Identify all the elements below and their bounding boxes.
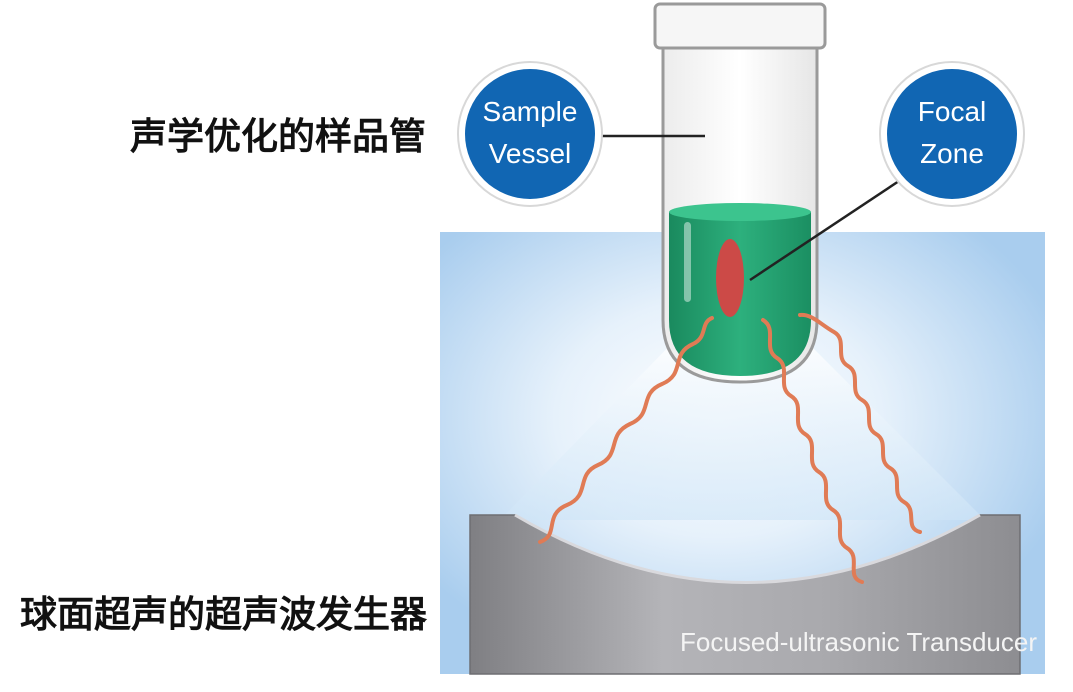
focal-zone-text-line1: Focal bbox=[918, 96, 986, 127]
dish-rim-highlight bbox=[514, 513, 981, 584]
sample-vessel-text-line1: Sample bbox=[483, 96, 578, 127]
sample-vessel-tube-icon bbox=[653, 2, 827, 384]
sound-wave-line-icon bbox=[761, 318, 864, 584]
focal-zone-bubble: Focal Zone bbox=[879, 61, 1025, 207]
transducer-chinese-label: 球面超声的超声波发生器 bbox=[20, 592, 427, 636]
tube-cap bbox=[653, 2, 827, 50]
sound-wave-line-icon bbox=[798, 312, 922, 534]
ultrasound-cone bbox=[500, 335, 985, 520]
tube-highlight bbox=[684, 222, 691, 302]
focal-zone-text-line2: Zone bbox=[920, 138, 984, 169]
sample-vessel-bubble: Sample Vessel bbox=[457, 61, 603, 207]
sample-vessel-chinese-label: 声学优化的样品管 bbox=[130, 114, 426, 158]
sound-waves bbox=[538, 312, 922, 584]
sample-vessel-text-line2: Vessel bbox=[489, 138, 572, 169]
liquid-surface bbox=[669, 203, 811, 221]
focal-zone-marker-icon bbox=[716, 239, 744, 317]
focal-zone-leader-line bbox=[749, 173, 909, 282]
sound-wave-line-icon bbox=[538, 316, 714, 544]
transducer-english-label: Focused-ultrasonic Transducer bbox=[680, 627, 1037, 657]
